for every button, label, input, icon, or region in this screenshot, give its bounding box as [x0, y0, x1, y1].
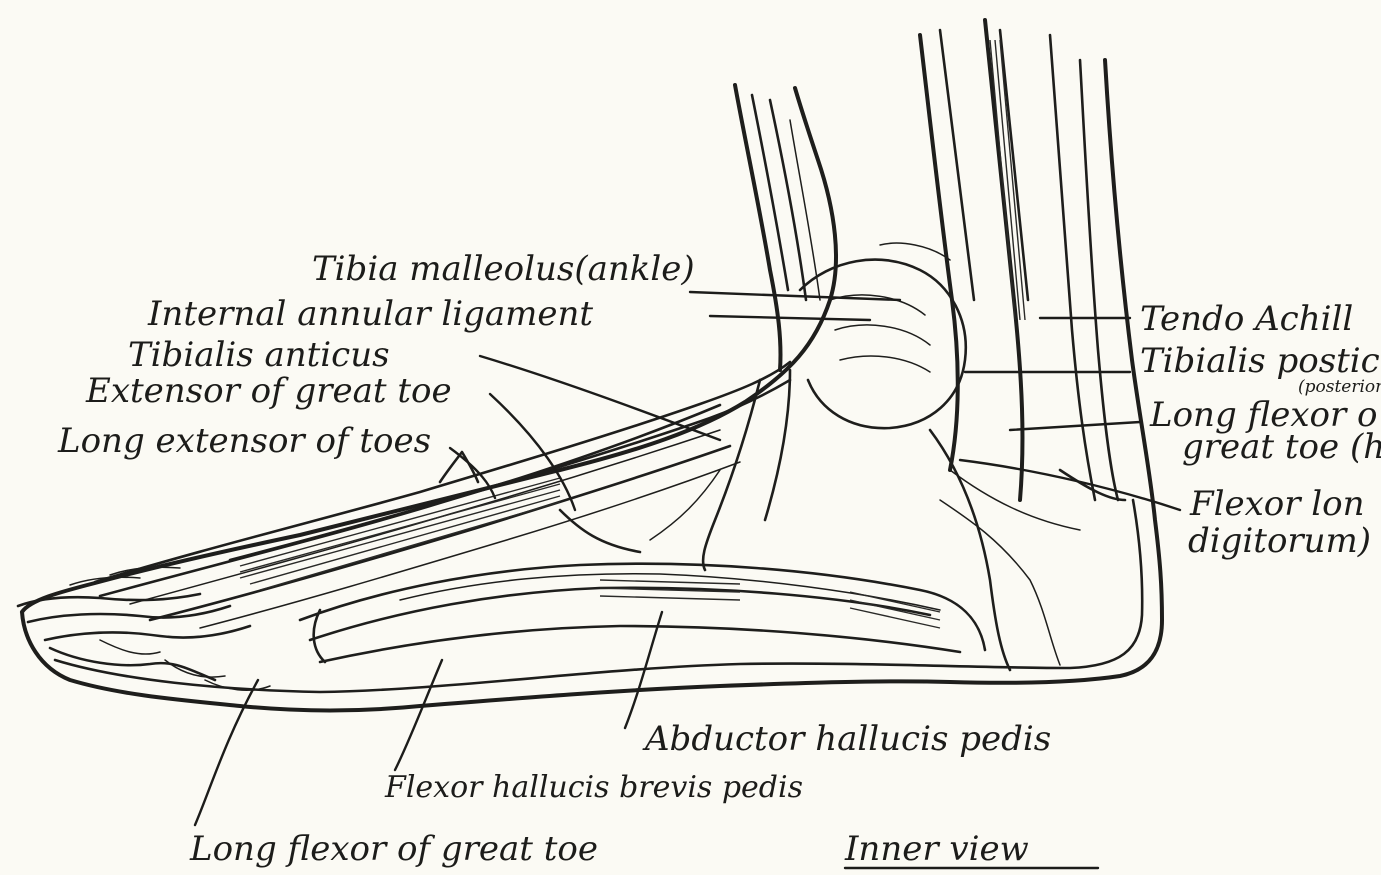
label-tibialis-anticus: Tibialis anticus: [128, 335, 390, 375]
label-extensor-great-toe: Extensor of great toe: [85, 371, 452, 411]
label-flexor-hallucis-brevis: Flexor hallucis brevis pedis: [384, 770, 803, 805]
label-flexor-longus-1: Flexor lon: [1189, 484, 1365, 524]
label-long-extensor-toes: Long extensor of toes: [57, 421, 431, 461]
label-abductor-hallucis: Abductor hallucis pedis: [642, 719, 1051, 759]
label-tibia-malleolus: Tibia malleolus(ankle): [312, 249, 695, 289]
arch-muscles: [300, 564, 985, 662]
label-internal-annular-ligament: Internal annular ligament: [147, 294, 593, 334]
heel-tendons: [930, 430, 1125, 670]
caption-inner-view: Inner view: [844, 829, 1029, 869]
label-tibialis-posticus-sub: (posterior): [1298, 377, 1381, 397]
label-tendo-achillis: Tendo Achill: [1140, 299, 1353, 339]
label-long-flexor-great-toe-right-2: great toe (h: [1182, 427, 1381, 467]
ankle-region: [560, 243, 966, 570]
label-tibialis-posticus: Tibialis postic: [1140, 341, 1380, 381]
label-long-flexor-great-toe-bottom: Long flexor of great toe: [189, 829, 598, 869]
label-flexor-longus-2: digitorum): [1188, 521, 1371, 561]
labels: Tibia malleolus(ankle) Internal annular …: [57, 249, 1381, 869]
extensor-hatching: [240, 478, 560, 590]
